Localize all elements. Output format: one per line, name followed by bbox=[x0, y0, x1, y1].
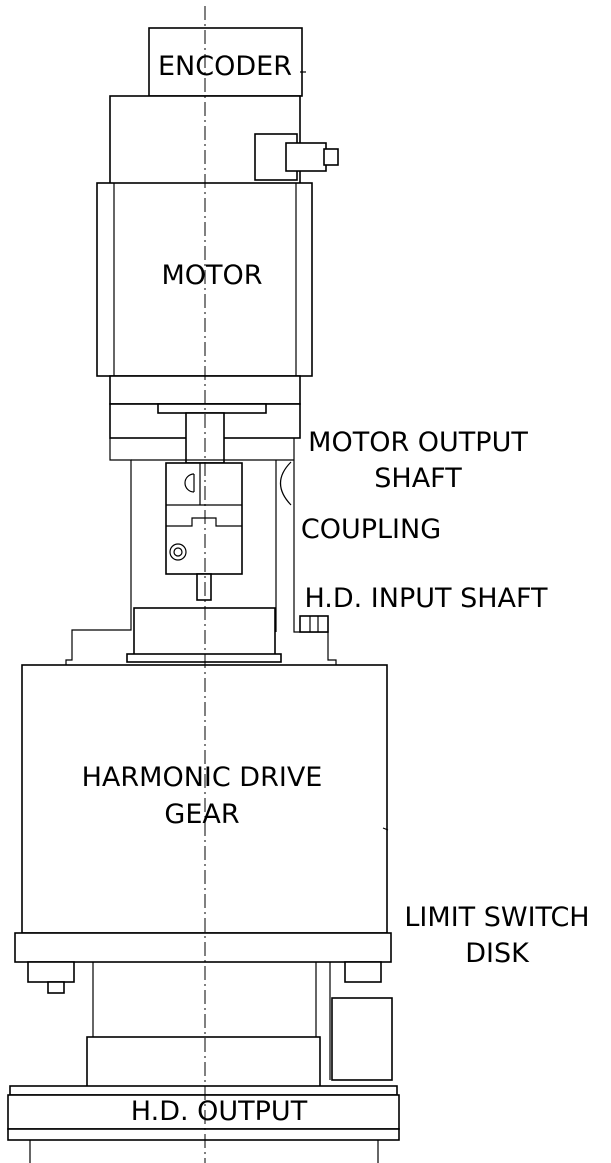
motor-housing bbox=[109, 95, 339, 185]
label-harmonic-drive-gear-line2: GEAR bbox=[164, 799, 239, 830]
label-motor: MOTOR bbox=[161, 260, 262, 291]
label-hd-input-shaft: H.D. INPUT SHAFT bbox=[304, 583, 548, 614]
label-coupling: COUPLING bbox=[301, 514, 441, 545]
label-motor-output-shaft-line2: SHAFT bbox=[374, 463, 462, 494]
lower-housing bbox=[86, 962, 393, 1088]
adapter-housing bbox=[65, 438, 337, 668]
label-limit-switch-disk-line1: LIMIT SWITCH bbox=[404, 902, 589, 933]
label-harmonic-drive-gear-line1: HARMONIC DRIVE bbox=[82, 762, 323, 793]
label-hd-output: H.D. OUTPUT bbox=[131, 1096, 308, 1127]
coupling-part bbox=[165, 462, 243, 575]
label-encoder: ENCODER bbox=[158, 51, 292, 82]
connector-part bbox=[254, 133, 339, 181]
label-limit-switch-disk-line2: DISK bbox=[465, 938, 530, 969]
hd-output-part bbox=[7, 1085, 400, 1163]
label-motor-output-shaft-line1: MOTOR OUTPUT bbox=[308, 427, 528, 458]
hd-input-shaft-part bbox=[196, 573, 212, 601]
encoder-part bbox=[148, 27, 306, 97]
limit-switch-disk-part bbox=[14, 932, 392, 994]
set-screw bbox=[299, 615, 329, 633]
input-hub bbox=[126, 607, 282, 663]
